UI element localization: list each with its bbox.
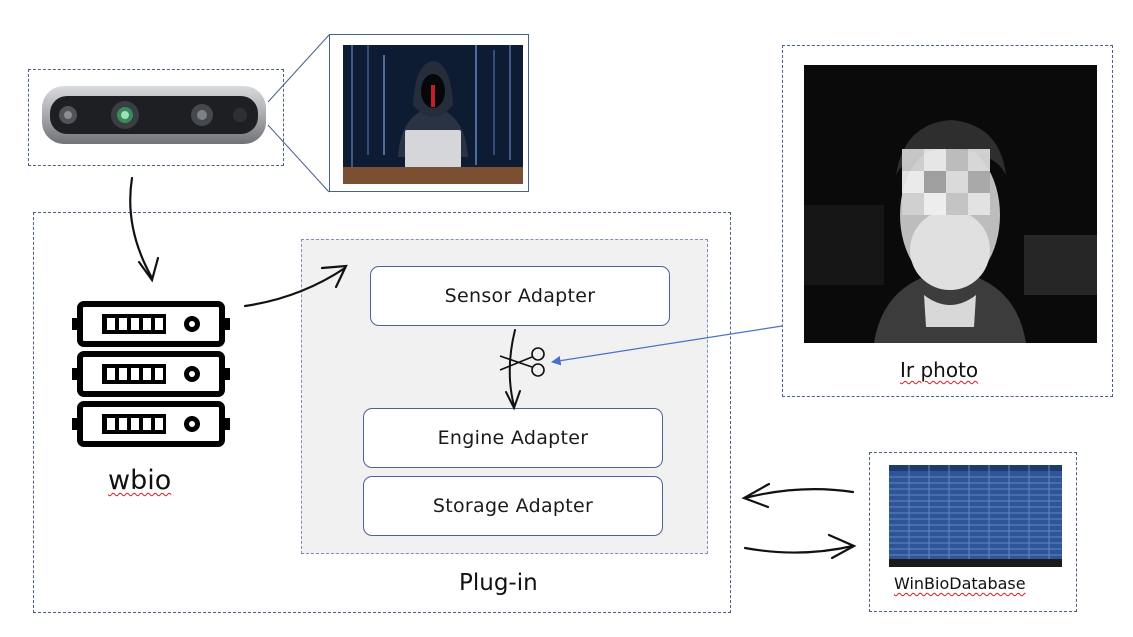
engine-adapter-box: Engine Adapter [363,408,663,468]
database-to-plugin-arrow [741,482,855,509]
storage-adapter-label: Storage Adapter [432,495,594,517]
hooded-hacker-photo [343,45,523,184]
sensor-adapter-box: Sensor Adapter [370,266,670,326]
hacker-photo-frame [329,34,529,192]
depth-camera-icon [40,82,268,148]
ir-photo-label: Ir photo [900,358,979,382]
plugin-label: Plug-in [459,570,538,596]
callout-line-top [267,34,330,103]
plugin-to-database-arrow [743,533,857,560]
database-label: WinBioDatabase [894,574,1026,593]
camera-to-wbio-arrow [129,176,160,283]
sensor-adapter-label: Sensor Adapter [444,285,596,307]
sensor-to-engine-arrow [505,329,521,411]
ir-photo-frame [782,45,1113,397]
ir-to-scissors-arrow [551,325,783,366]
camera-frame [28,69,284,166]
engine-adapter-label: Engine Adapter [437,427,589,449]
plugin-boundary [33,212,731,613]
callout-line-bottom [267,124,330,193]
wbio-label: wbio [108,465,172,496]
scissors-icon [499,347,545,377]
wbio-to-plugin-arrow [243,264,348,308]
database-frame [869,452,1077,612]
database-table-icon [889,465,1062,567]
server-rack-icon [72,300,230,448]
storage-adapter-box: Storage Adapter [363,476,663,536]
ir-face-photo [804,65,1097,343]
